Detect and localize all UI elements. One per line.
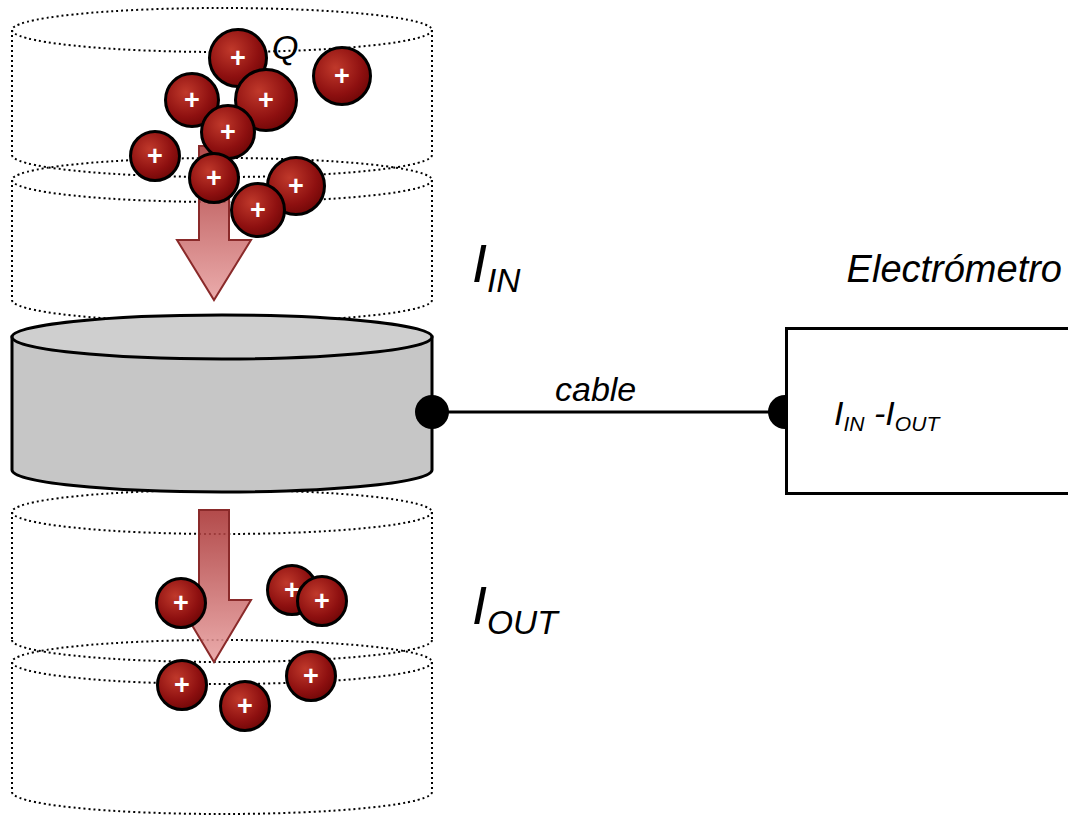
- plus-sign: +: [174, 672, 190, 699]
- current-label: IOUT: [472, 578, 558, 640]
- plus-sign: +: [334, 63, 350, 90]
- electrometer-box: ElectrómetroIIN -IOUT: [785, 327, 1068, 495]
- charge-ball: +: [230, 182, 286, 238]
- charge-ball: +: [312, 46, 372, 106]
- plus-sign: +: [288, 173, 304, 200]
- plus-sign: +: [258, 87, 274, 114]
- cable-wire: [432, 411, 785, 414]
- current-difference: IIN -IOUT: [834, 396, 939, 434]
- plus-sign: +: [250, 197, 266, 224]
- cable-label: cable: [555, 372, 636, 406]
- charge-label: Q: [272, 30, 298, 64]
- collector-disk: [12, 315, 432, 492]
- plus-sign: +: [230, 45, 246, 72]
- charge-ball: +: [285, 650, 337, 702]
- plus-sign: +: [220, 119, 236, 146]
- plus-sign: +: [206, 165, 222, 192]
- charge-ball: +: [296, 575, 348, 627]
- charge-ball: +: [156, 659, 208, 711]
- charge-ball: +: [219, 680, 271, 732]
- plus-sign: +: [173, 590, 189, 617]
- charge-ball: +: [155, 577, 207, 629]
- plus-sign: +: [314, 588, 330, 615]
- plus-sign: +: [237, 693, 253, 720]
- instrument-title: Electrómetro: [847, 250, 1062, 288]
- dotted-cylinders: [12, 8, 432, 814]
- plus-sign: +: [184, 87, 200, 114]
- plus-sign: +: [303, 663, 319, 690]
- terminal-dot: [415, 395, 449, 429]
- plus-sign: +: [147, 143, 163, 170]
- charge-ball: +: [129, 130, 181, 182]
- current-label: IIN: [472, 236, 520, 298]
